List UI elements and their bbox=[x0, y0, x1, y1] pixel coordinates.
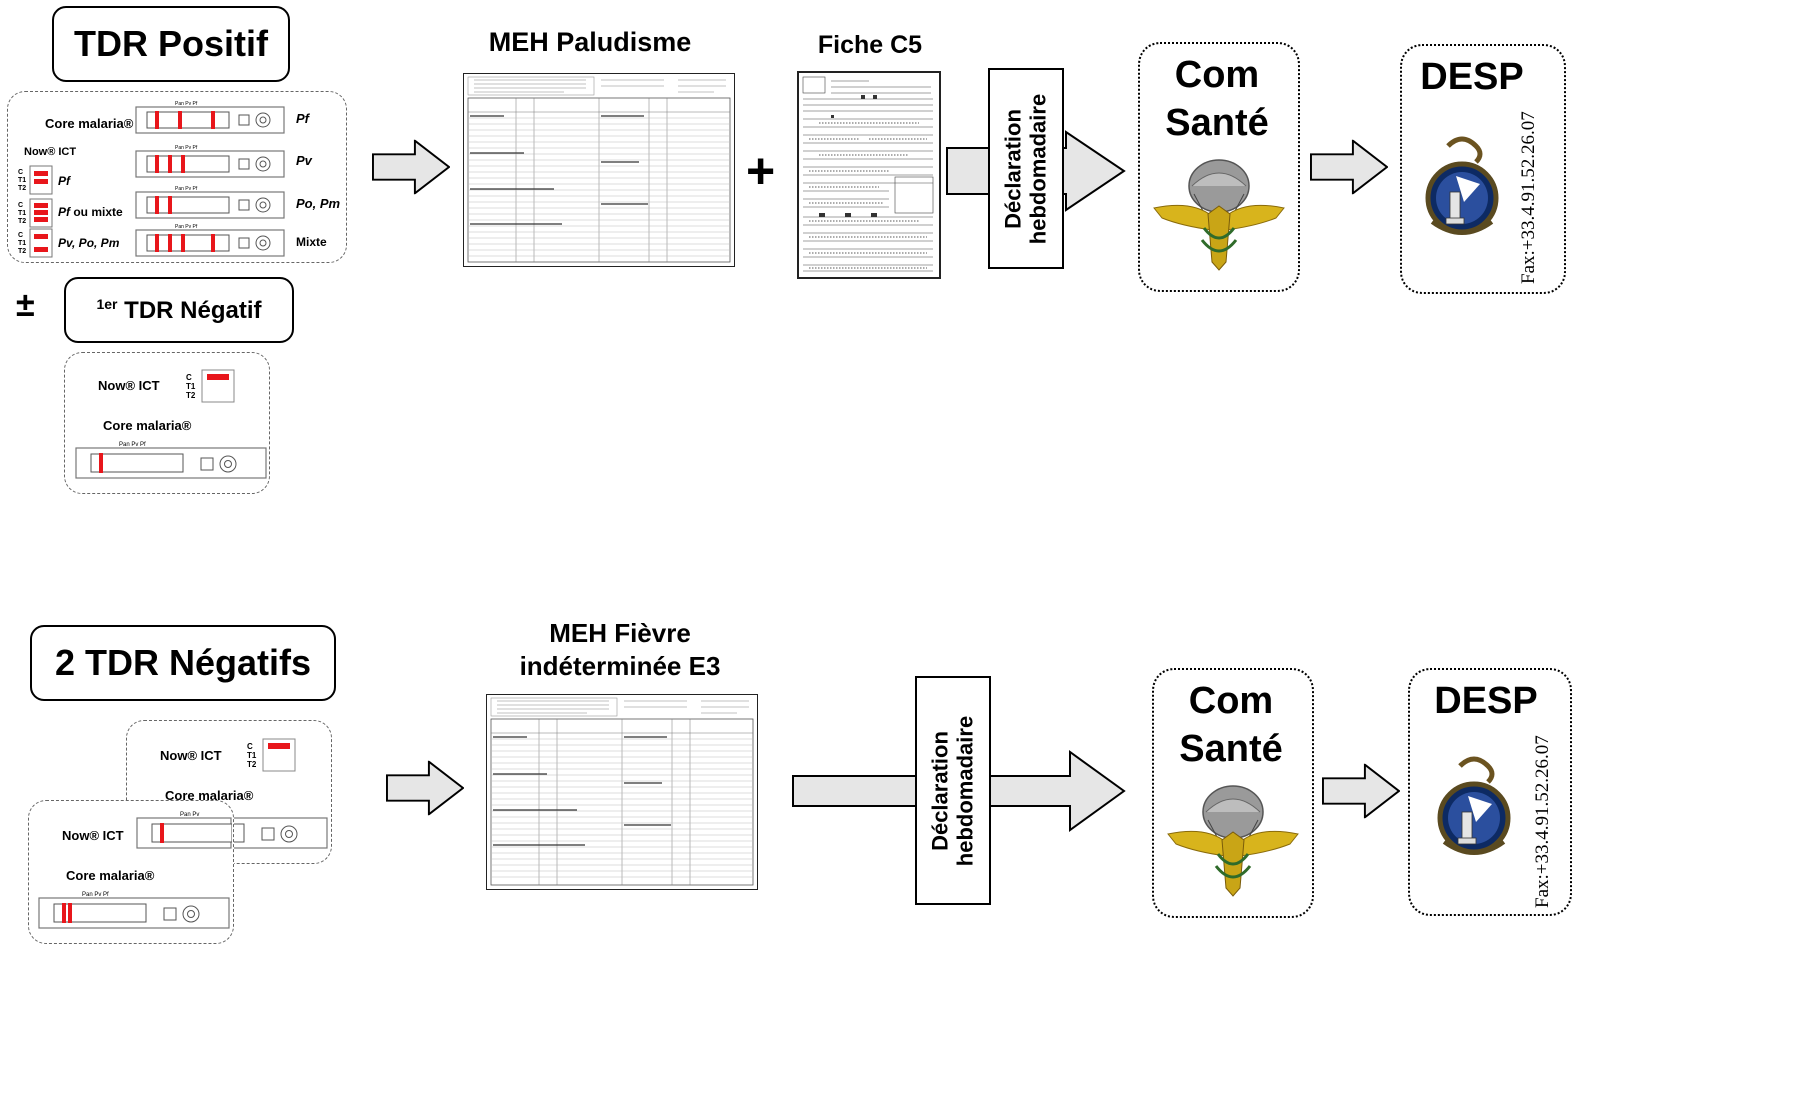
svg-text:Pan Pv Pf: Pan Pv Pf bbox=[175, 145, 198, 151]
neg-now-card: C T1 T2 bbox=[186, 369, 235, 403]
strip-label-pv: Pv bbox=[296, 153, 312, 168]
svg-text:T2: T2 bbox=[18, 218, 26, 225]
premier-tdr-negatif-title: 1er TDR Négatif bbox=[96, 295, 262, 324]
bottom-front-now-ict: Now® ICT bbox=[62, 828, 124, 843]
plus-minus-sign: ± bbox=[16, 286, 35, 324]
desp-emblem-bottom bbox=[1437, 756, 1511, 855]
cassette-pf: Pan Pv Pf bbox=[135, 101, 285, 134]
now-label-pv-po-pm: Pv, Po, Pm bbox=[58, 236, 120, 250]
now-card-pv-po-pm: C T1 T2 bbox=[18, 228, 53, 258]
svg-text:Pan Pv Pf: Pan Pv Pf bbox=[175, 224, 198, 230]
svg-text:Pan Pv: Pan Pv bbox=[180, 812, 199, 818]
neg-now-ict-label: Now® ICT bbox=[98, 378, 160, 393]
two-tdr-negatifs-box: 2 TDR Négatifs bbox=[30, 625, 336, 701]
svg-text:C: C bbox=[18, 232, 23, 239]
meh-paludisme-title: MEH Paludisme bbox=[488, 27, 692, 57]
tdr-positif-box: TDR Positif bbox=[52, 6, 290, 82]
bottom-back-now-ict: Now® ICT bbox=[160, 748, 222, 763]
svg-text:C: C bbox=[18, 202, 23, 209]
now-label-pf-mixte: Pf ou mixte bbox=[58, 205, 123, 219]
svg-text:T2: T2 bbox=[18, 248, 26, 255]
svg-text:Pan Pv Pf: Pan Pv Pf bbox=[175, 101, 198, 107]
arrow-to-meh-fievre bbox=[386, 757, 464, 819]
svg-text:Pan Pv Pf: Pan Pv Pf bbox=[82, 892, 109, 898]
premier-tdr-negatif-box: 1er TDR Négatif bbox=[64, 277, 294, 343]
cassette-po-pm: Pan Pv Pf bbox=[135, 186, 285, 219]
bottom-front-core-cassette: Pan Pv Pf bbox=[38, 892, 230, 929]
strip-label-po-pm: Po, Pm bbox=[296, 196, 341, 211]
svg-text:Pan Pv Pf: Pan Pv Pf bbox=[175, 186, 198, 192]
svg-text:C: C bbox=[186, 373, 192, 382]
now-card-pf-mixte: C T1 T2 bbox=[18, 198, 53, 228]
bottom-back-cassette-redraw: Pan Pv bbox=[136, 812, 232, 849]
svg-text:T2: T2 bbox=[247, 760, 257, 769]
svg-text:C: C bbox=[247, 742, 253, 751]
desp-fax-bottom: Fax:+33.4.91.52.26.07 bbox=[1532, 735, 1553, 908]
svg-text:T1: T1 bbox=[18, 210, 26, 217]
svg-text:T1: T1 bbox=[18, 177, 26, 184]
svg-text:T2: T2 bbox=[186, 391, 196, 400]
desp-title-top: DESP bbox=[1420, 56, 1524, 98]
core-malaria-label: Core malaria® bbox=[45, 116, 134, 131]
now-ict-label: Now® ICT bbox=[24, 146, 77, 158]
neg-core-cassette: Pan Pv Pf bbox=[75, 442, 267, 479]
svg-text:T1: T1 bbox=[18, 240, 26, 247]
meh-fievre-form bbox=[486, 694, 758, 890]
desp-fax-top: Fax:+33.4.91.52.26.07 bbox=[1518, 111, 1539, 284]
svg-text:T1: T1 bbox=[186, 382, 196, 391]
bottom-front-core-malaria: Core malaria® bbox=[66, 868, 155, 883]
desp-emblem-top bbox=[1425, 136, 1499, 235]
cassette-pv: Pan Pv Pf bbox=[135, 145, 285, 178]
svg-text:T2: T2 bbox=[18, 185, 26, 192]
svg-text:Pan Pv Pf: Pan Pv Pf bbox=[119, 442, 146, 448]
arrow-to-meh-paludisme bbox=[372, 136, 450, 198]
com-sante-emblem-bottom bbox=[1167, 785, 1299, 897]
fiche-c5-form bbox=[797, 71, 941, 279]
fiche-c5-title: Fiche C5 bbox=[817, 31, 923, 59]
meh-paludisme-form bbox=[463, 73, 735, 267]
bottom-back-core-malaria: Core malaria® bbox=[165, 788, 254, 803]
svg-text:T1: T1 bbox=[247, 751, 257, 760]
now-card-pf: C T1 T2 bbox=[18, 165, 53, 195]
svg-text:C: C bbox=[18, 169, 23, 176]
tdr-positif-title: TDR Positif bbox=[74, 23, 268, 64]
now-label-pf: Pf bbox=[58, 174, 70, 188]
neg-core-malaria-label: Core malaria® bbox=[103, 418, 192, 433]
cassette-mixte: Pan Pv Pf bbox=[135, 224, 285, 257]
arrow-to-desp-bottom bbox=[1322, 760, 1400, 822]
com-sante-emblem-top bbox=[1153, 159, 1285, 271]
plus-sign: + bbox=[746, 143, 776, 199]
bottom-back-now-card: C T1 T2 bbox=[247, 738, 296, 772]
strip-label-mixte: Mixte bbox=[296, 235, 327, 249]
strip-label-pf: Pf bbox=[296, 111, 309, 126]
desp-title-bottom: DESP bbox=[1434, 680, 1538, 722]
two-tdr-negatifs-title: 2 TDR Négatifs bbox=[54, 642, 312, 683]
arrow-to-desp-top bbox=[1310, 136, 1388, 198]
